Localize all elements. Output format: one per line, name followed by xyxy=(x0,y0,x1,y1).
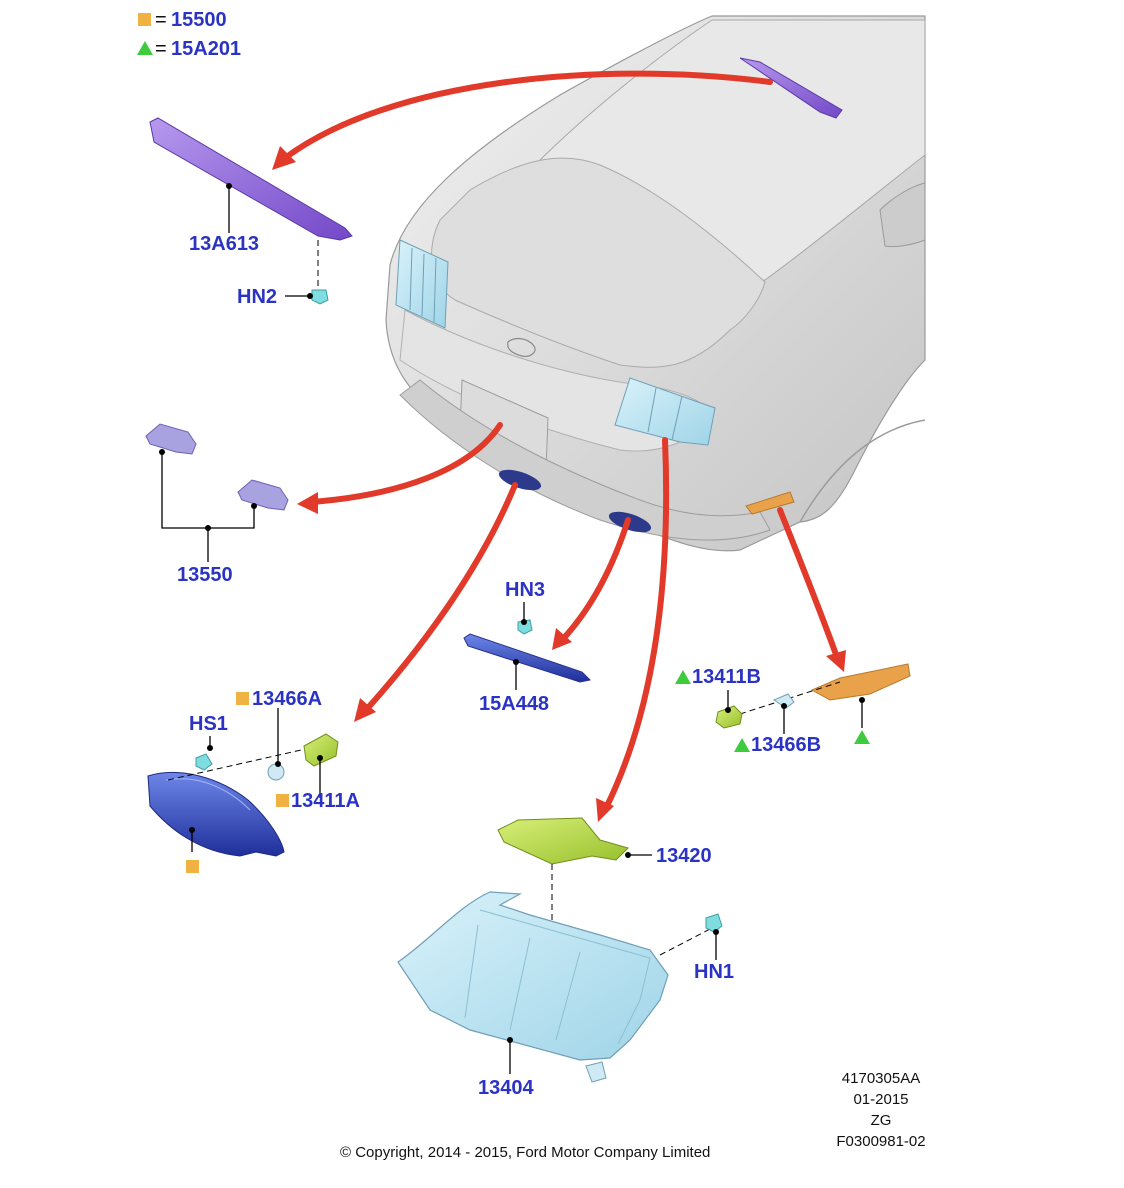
part-label-hs1: HS1 xyxy=(189,713,228,735)
part-label-13466A: 13466A xyxy=(252,688,323,710)
arrow-to-13A613 xyxy=(282,70,773,161)
document-region: ZG xyxy=(870,1112,892,1129)
legend-triangle-code: 15A201 xyxy=(171,38,242,60)
part-side-marker-assembly xyxy=(715,663,911,734)
part-backup-lamp-square-icon xyxy=(186,860,199,873)
arrowhead-13411B xyxy=(826,650,846,672)
arrowhead-13411A xyxy=(354,698,376,722)
part-13404-tail-lamp xyxy=(397,891,723,1083)
part-13466A-square-icon xyxy=(236,692,249,705)
part-label-15A448: 15A448 xyxy=(479,693,550,715)
part-label-hn1: HN1 xyxy=(694,961,735,983)
part-label-13411A: 13411A xyxy=(291,790,360,812)
legend-equals: = xyxy=(155,9,167,31)
part-label-hn3: HN3 xyxy=(505,579,546,601)
part-label-13550: 13550 xyxy=(177,564,233,586)
part-label-13A613: 13A613 xyxy=(189,233,260,255)
legend-square-code: 15500 xyxy=(171,9,227,31)
arrowhead-13550 xyxy=(297,492,318,514)
vehicle-rear-body xyxy=(385,15,926,552)
callout-arrows xyxy=(282,70,841,813)
arrow-to-13411B xyxy=(777,507,841,663)
part-13411B-triangle-icon xyxy=(675,670,691,684)
arrow-to-13411A xyxy=(363,482,518,713)
arrow-to-13420 xyxy=(602,437,670,813)
document-figure-id: F0300981-02 xyxy=(836,1133,926,1150)
legend-triangle-icon xyxy=(137,41,153,55)
arrowhead-13A613 xyxy=(272,146,296,170)
part-label-hn2: HN2 xyxy=(237,286,278,308)
part-label-13420: 13420 xyxy=(656,845,712,867)
copyright-notice: © Copyright, 2014 - 2015, Ford Motor Com… xyxy=(340,1144,711,1161)
part-label-13411B: 13411B xyxy=(692,666,761,688)
part-15A448-lamp xyxy=(463,602,592,690)
callout-arrowheads xyxy=(272,146,846,822)
part-13550-license-lamps xyxy=(145,423,289,562)
document-number: 4170305AA xyxy=(841,1070,921,1087)
arrow-to-13550 xyxy=(309,422,503,505)
arrowhead-13420 xyxy=(596,798,614,822)
arrowhead-15A448 xyxy=(552,628,572,650)
part-side-marker-triangle-icon xyxy=(854,730,870,744)
legend-equals: = xyxy=(155,38,167,60)
document-date: 01-2015 xyxy=(853,1091,909,1108)
part-13466B-triangle-icon xyxy=(734,738,750,752)
part-13420-bracket xyxy=(497,817,652,920)
part-13411A-square-icon xyxy=(276,794,289,807)
arrow-to-15A448 xyxy=(559,517,631,643)
part-label-13466B: 13466B xyxy=(751,734,822,756)
part-backup-lamp-assembly xyxy=(147,708,339,857)
legend-square-icon xyxy=(138,13,151,26)
part-label-13404: 13404 xyxy=(478,1077,534,1099)
part-13A613-lamp xyxy=(149,117,353,305)
